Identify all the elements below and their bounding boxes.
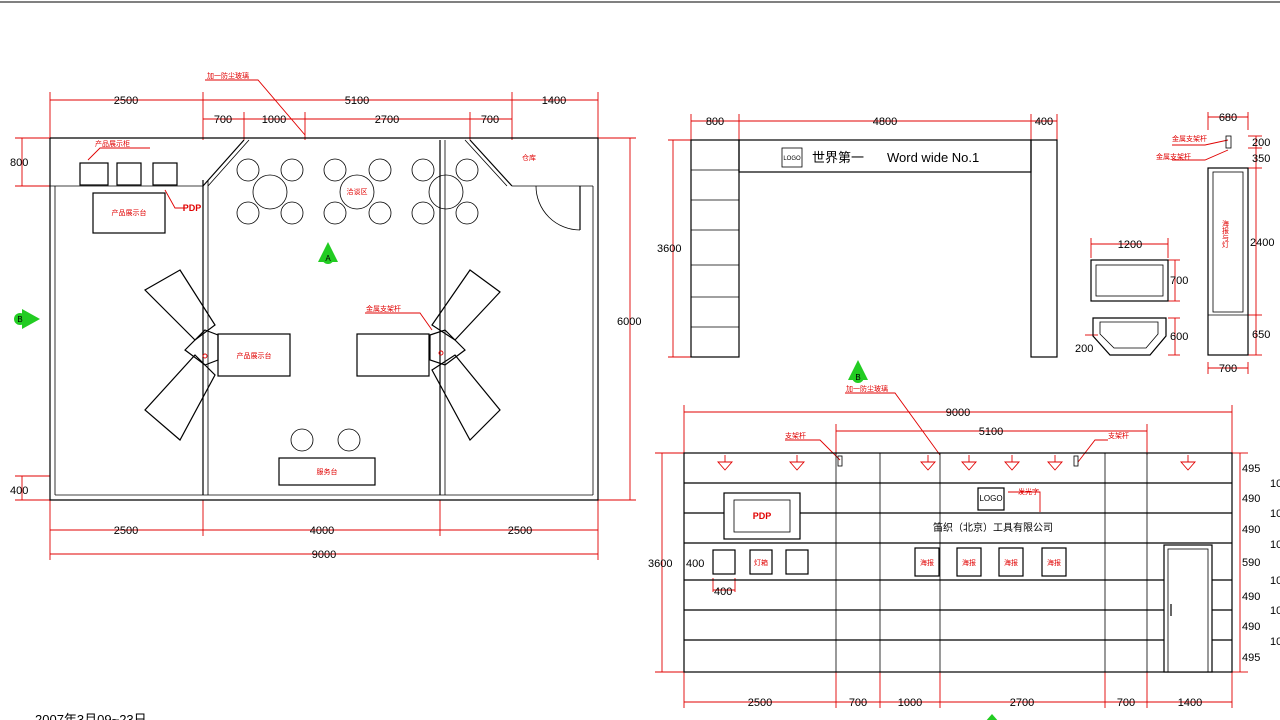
- dim-eleva-bottom-5: 700: [1117, 697, 1135, 709]
- right-display-cluster: [356, 269, 501, 441]
- dim-eleva-gap-6: 10: [1270, 636, 1280, 648]
- elevb-slogan-en: Word wide No.1: [887, 150, 979, 165]
- eleva-pdp: PDP: [753, 511, 772, 521]
- column-label-poster: 海报与灯: [1222, 219, 1230, 249]
- dim-eleva-bottom-4: 2700: [1010, 697, 1034, 709]
- dim-column-w: 680: [1219, 112, 1237, 124]
- elevation-marker-a2-icon: [986, 714, 998, 720]
- elevb-logo: LOGO: [783, 156, 801, 162]
- eleva-callout-glass: 加一防尘玻璃: [846, 384, 888, 393]
- eleva-poster-1: 海报: [920, 558, 934, 567]
- dim-eleva-gap-1: 10: [1270, 478, 1280, 490]
- plan-label-display-rack: 产品展示柜: [95, 139, 130, 148]
- marker-b2-letter: B: [855, 373, 860, 382]
- elevation-marker-b-icon: [22, 309, 40, 329]
- plan-label-negotiation: 洽谈区: [347, 187, 368, 196]
- eleva-logo: LOGO: [979, 494, 1002, 503]
- dim-eleva-row-5: 490: [1242, 591, 1260, 603]
- dim-column-w2: 700: [1219, 363, 1237, 375]
- dim-eleva-bottom-1: 2500: [748, 697, 772, 709]
- dim-eleva-row-4: 590: [1242, 557, 1260, 569]
- dim-eleva-total: 9000: [946, 407, 970, 419]
- cabinet-detail: 1200 700 600 200: [1075, 238, 1188, 356]
- dim-plan-top-3: 1400: [542, 95, 566, 107]
- dim-eleva-row-2: 490: [1242, 493, 1260, 505]
- eleva-bracket-right: 支架杆: [1108, 431, 1129, 440]
- dim-elevb-1: 800: [706, 116, 724, 128]
- dim-plan-total: 9000: [312, 549, 336, 561]
- dim-column-base: 650: [1252, 329, 1270, 341]
- dim-cabinet-h2: 600: [1170, 331, 1188, 343]
- dim-column-main: 2400: [1250, 237, 1274, 249]
- plan-label-service-desk: 服务台: [317, 467, 338, 476]
- plan-label-metal-bracket: 金属支架杆: [366, 304, 401, 313]
- dim-plan-top2-3: 2700: [375, 114, 399, 126]
- dim-plan-top2-2: 1000: [262, 114, 286, 126]
- dim-elevb-3: 400: [1035, 116, 1053, 128]
- dim-elevb-height: 3600: [657, 243, 681, 255]
- plan-label-warehouse: 仓库: [522, 153, 536, 162]
- dim-cabinet-h1: 700: [1170, 275, 1188, 287]
- eleva-logo-note: 发光字: [1018, 487, 1039, 496]
- dim-eleva-gap-2: 10: [1270, 508, 1280, 520]
- dim-elevb-2: 4800: [873, 116, 897, 128]
- dim-eleva-row-7: 495: [1242, 652, 1260, 664]
- marker-a-letter: A: [325, 254, 331, 263]
- marker-b-letter: B: [17, 315, 22, 324]
- elevation-b: 800 4800 400 3600 LOGO 世界第一 Word wide No…: [657, 114, 1058, 383]
- dim-column-mid: 350: [1252, 153, 1270, 165]
- dim-eleva-gap-3: 10: [1270, 539, 1280, 551]
- column-detail: 680 700 200 350 2400 650 金属支架杆 金属支架杆 海报与…: [1156, 112, 1274, 375]
- eleva-poster-2: 海报: [962, 558, 976, 567]
- dim-plan-top-1: 2500: [114, 95, 138, 107]
- dim-column-top: 200: [1252, 137, 1270, 149]
- plan-label-pdp: PDP: [183, 203, 202, 213]
- elevb-slogan-cn: 世界第一: [812, 150, 864, 165]
- left-display-cluster: [144, 269, 291, 441]
- column-label-2: 金属支架杆: [1156, 152, 1191, 161]
- eleva-poster-3: 海报: [1004, 558, 1018, 567]
- dim-plan-top2-1: 700: [214, 114, 232, 126]
- dim-eleva-height: 3600: [648, 558, 672, 570]
- footer-date: 2007年3月09~23日: [35, 712, 147, 720]
- eleva-lightbox: 灯箱: [754, 558, 768, 567]
- dim-eleva-gap-4: 10: [1270, 575, 1280, 587]
- dim-eleva-bottom-6: 1400: [1178, 697, 1202, 709]
- dim-plan-right: 6000: [617, 316, 641, 328]
- eleva-company-name: 笛织（北京）工具有限公司: [933, 521, 1053, 534]
- dim-eleva-mid: 5100: [979, 426, 1003, 438]
- dim-eleva-gap-5: 10: [1270, 605, 1280, 617]
- column-label-1: 金属支架杆: [1172, 134, 1207, 143]
- dim-eleva-row-1: 495: [1242, 463, 1260, 475]
- dim-eleva-400b: 400: [714, 586, 732, 598]
- dim-eleva-row-6: 490: [1242, 621, 1260, 633]
- dim-plan-bottom-2: 4000: [310, 525, 334, 537]
- dim-eleva-bottom-3: 1000: [898, 697, 922, 709]
- dim-plan-top-2: 5100: [345, 95, 369, 107]
- dim-plan-top2-4: 700: [481, 114, 499, 126]
- eleva-bracket-left: 支架杆: [785, 431, 806, 440]
- dim-plan-left-top: 800: [10, 157, 28, 169]
- dim-eleva-bottom-2: 700: [849, 697, 867, 709]
- floor-plan: 2500 5100 1400 700 1000 2700 700 800 400…: [10, 71, 641, 561]
- dim-cabinet-w: 1200: [1118, 239, 1142, 251]
- plan-label-display-table: 产品展示台: [112, 208, 147, 217]
- dim-eleva-400a: 400: [686, 558, 704, 570]
- plan-label-center-display: 产品展示台: [237, 351, 272, 360]
- dim-plan-bottom-1: 2500: [114, 525, 138, 537]
- dim-eleva-row-3: 490: [1242, 524, 1260, 536]
- dim-plan-bottom-3: 2500: [508, 525, 532, 537]
- eleva-poster-4: 海报: [1047, 558, 1061, 567]
- plan-callout-glass: 加一防尘玻璃: [207, 71, 249, 80]
- dim-plan-left-bottom: 400: [10, 485, 28, 497]
- dim-cabinet-side: 200: [1075, 343, 1093, 355]
- elevation-a: 9000 5100 3600 加一防尘玻璃 支架杆 支架杆: [648, 384, 1280, 720]
